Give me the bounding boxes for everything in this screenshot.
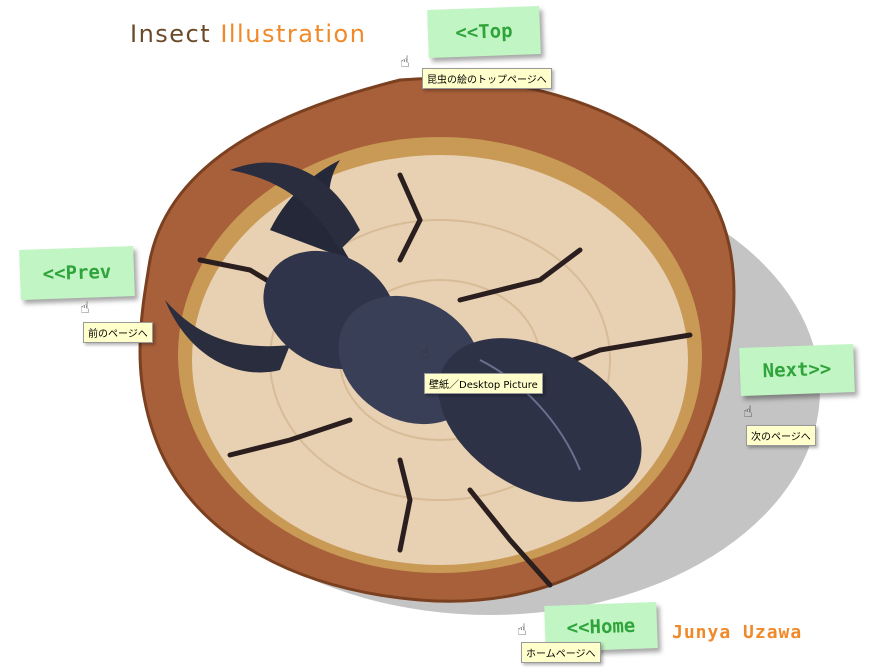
- hand-cursor-icon: ☝: [743, 402, 753, 421]
- hand-cursor-icon: ☝: [517, 620, 527, 639]
- next-button[interactable]: Next>>: [739, 344, 855, 396]
- wallpaper-tooltip: 壁紙／Desktop Picture: [424, 373, 543, 394]
- prev-tooltip: 前のページへ: [83, 322, 153, 343]
- title-insect: Insect: [130, 20, 212, 48]
- page-title: Insect Illustration: [130, 20, 366, 48]
- title-illustration: Illustration: [220, 20, 367, 48]
- hand-cursor-icon: ☝: [80, 298, 90, 317]
- prev-label: <<Prev: [42, 260, 112, 286]
- hand-cursor-icon: ☝: [400, 52, 410, 71]
- next-tooltip: 次のページへ: [746, 425, 816, 446]
- author-name: Junya Uzawa: [672, 622, 803, 643]
- hand-cursor-icon: ☝: [420, 343, 430, 362]
- top-label: <<Top: [455, 20, 513, 44]
- top-tooltip: 昆虫の絵のトップページへ: [422, 68, 552, 89]
- home-tooltip: ホームページへ: [521, 642, 601, 663]
- next-label: Next>>: [762, 357, 832, 383]
- top-button[interactable]: <<Top: [427, 6, 541, 58]
- home-label: <<Home: [566, 614, 636, 640]
- prev-button[interactable]: <<Prev: [19, 246, 135, 300]
